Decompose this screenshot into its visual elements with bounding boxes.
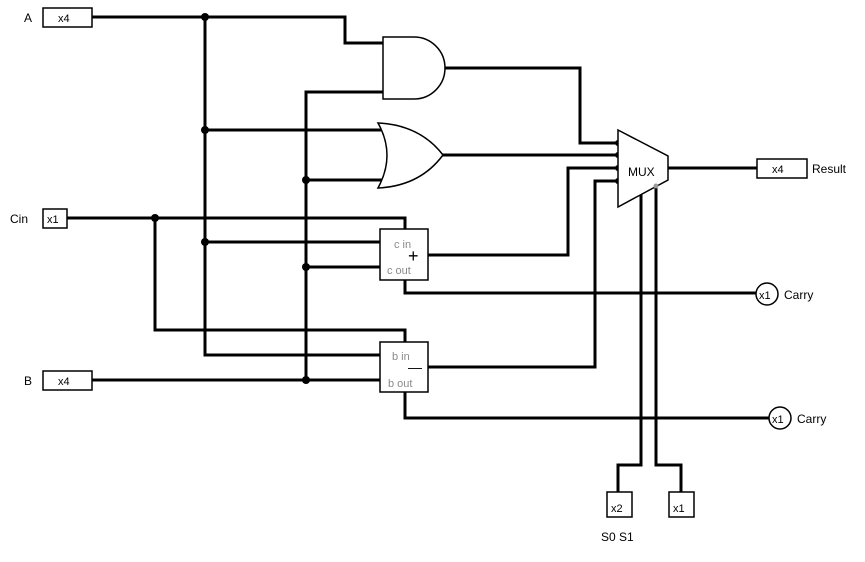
- output-result-label: Result: [812, 162, 847, 176]
- wire-sub-to-mux: [426, 179, 622, 369]
- junction-dot: [201, 238, 209, 246]
- output-carry-adder[interactable]: x1 Carry: [755, 282, 813, 306]
- input-cin[interactable]: Cin x1: [10, 208, 68, 229]
- adder-cin-label: c in: [394, 239, 411, 251]
- input-a-width: x4: [58, 13, 70, 25]
- input-s0[interactable]: x2: [606, 491, 633, 518]
- input-s1[interactable]: x1: [668, 491, 695, 518]
- wire-adder-carry: [403, 278, 758, 295]
- subtractor-symbol: —: [408, 359, 422, 375]
- adder-symbol: +: [408, 246, 419, 266]
- output-carry-adder-label: Carry: [784, 288, 813, 302]
- input-s0-width: x2: [611, 503, 623, 515]
- input-a-pin[interactable]: [42, 7, 93, 28]
- wire-and-to-mux: [441, 66, 622, 145]
- junction-dot: [302, 263, 310, 271]
- output-carry-sub-pin[interactable]: [768, 406, 792, 430]
- subtractor-box[interactable]: [379, 341, 429, 393]
- adder-cout-label: c out: [387, 265, 411, 277]
- wire-a-to-and: [90, 15, 385, 45]
- junction-dot: [302, 376, 310, 384]
- output-carry-sub[interactable]: x1 Carry: [768, 406, 826, 430]
- output-carry-adder-pin[interactable]: [755, 282, 779, 306]
- output-carry-sub-width: x1: [772, 414, 784, 426]
- mux[interactable]: MUX: [617, 128, 669, 209]
- output-result-width: x4: [772, 164, 784, 176]
- wire-s0-select: [616, 190, 643, 494]
- output-result[interactable]: x4 Result: [756, 158, 847, 179]
- output-result-pin[interactable]: [756, 158, 808, 179]
- input-s1-width: x1: [673, 503, 685, 515]
- input-s0-pin[interactable]: [606, 491, 633, 518]
- input-b[interactable]: B x4: [24, 370, 93, 391]
- wire-cin-to-adder: [153, 216, 407, 231]
- input-b-pin[interactable]: [42, 370, 93, 391]
- input-cin-label: Cin: [10, 212, 28, 226]
- subtractor[interactable]: b in — b out: [379, 341, 429, 393]
- wire-sub-carry: [403, 390, 771, 420]
- junction-dot: [151, 214, 159, 222]
- junction-dot: [201, 13, 209, 21]
- subtractor-bout-label: b out: [388, 378, 412, 390]
- wire-s1-select: [654, 186, 683, 494]
- input-a[interactable]: A x4: [24, 7, 93, 28]
- wire-cin-to-subtractor: [153, 216, 407, 344]
- input-b-label: B: [24, 374, 32, 388]
- select-label: S0 S1: [601, 530, 634, 544]
- and-gate[interactable]: [382, 36, 446, 100]
- output-carry-sub-label: Carry: [797, 412, 826, 426]
- junction-dot: [302, 176, 310, 184]
- input-cin-width: x1: [47, 214, 59, 226]
- junction-dot: [201, 126, 209, 134]
- input-a-label: A: [24, 11, 32, 25]
- wire-adder-to-mux: [426, 166, 622, 257]
- mux-label: MUX: [628, 165, 655, 179]
- output-carry-adder-width: x1: [759, 290, 771, 302]
- input-cin-pin[interactable]: [42, 208, 68, 229]
- adder-box[interactable]: [379, 228, 429, 281]
- input-s1-pin[interactable]: [668, 491, 695, 518]
- adder[interactable]: c in + c out: [379, 228, 429, 281]
- mux-body[interactable]: [617, 128, 669, 209]
- mux-select-dot: [653, 183, 659, 189]
- subtractor-bin-label: b in: [392, 351, 410, 363]
- or-gate[interactable]: [376, 122, 444, 189]
- input-b-width: x4: [58, 376, 70, 388]
